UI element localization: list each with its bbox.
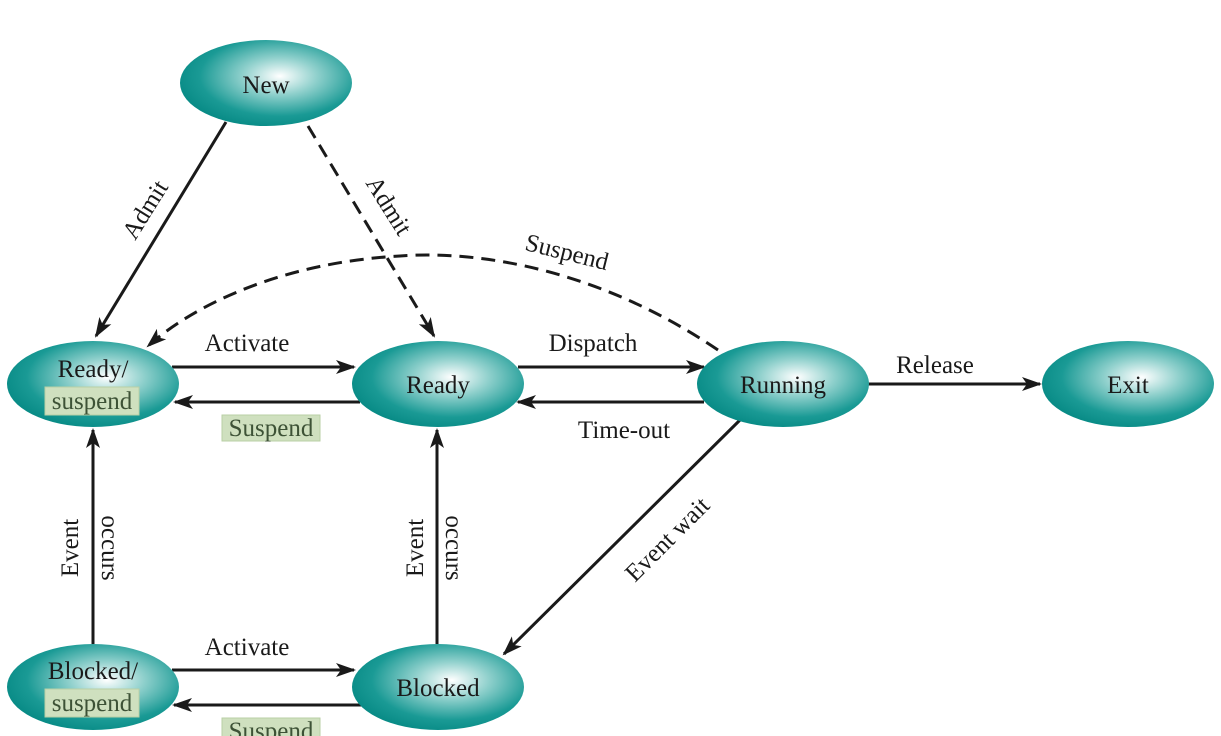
node-exit: Exit xyxy=(1042,341,1214,427)
label-activate-ready: Activate xyxy=(205,330,290,357)
edge-admit-to-ready-suspend xyxy=(94,121,228,338)
node-ready-suspend-label-line1: Ready/ xyxy=(58,356,129,383)
label-admit-solid: Admit xyxy=(117,176,174,245)
label-occurs-left: occurs xyxy=(96,515,123,580)
node-blocked-suspend-label-line2: suspend xyxy=(52,690,133,717)
highlight-box xyxy=(44,386,140,416)
label-suspend-blocked: Suspend xyxy=(229,718,314,736)
edge-suspend-running-to-ready-suspend xyxy=(146,253,719,352)
label-event-left: Event xyxy=(57,519,84,577)
highlight-box xyxy=(221,414,321,442)
node-ready: Ready xyxy=(352,341,524,427)
highlight-box xyxy=(221,717,321,736)
label-event-wait: Event wait xyxy=(620,492,715,587)
edge-event-wait xyxy=(502,418,742,656)
node-new-label: New xyxy=(242,72,289,99)
highlight-box xyxy=(44,688,140,718)
label-release: Release xyxy=(896,352,974,379)
node-ready-suspend-label-line2: suspend xyxy=(52,388,133,415)
label-activate-blocked: Activate xyxy=(205,634,290,661)
node-blocked-label: Blocked xyxy=(396,675,480,702)
label-suspend-ready: Suspend xyxy=(229,415,314,442)
label-occurs-right: occurs xyxy=(440,515,467,580)
label-dispatch: Dispatch xyxy=(549,330,638,357)
node-exit-label: Exit xyxy=(1107,372,1149,399)
label-admit-dashed: Admit xyxy=(360,172,417,241)
node-running: Running xyxy=(697,341,869,427)
label-event-right: Event xyxy=(402,519,429,577)
node-blocked-suspend-label-line1: Blocked/ xyxy=(48,658,138,685)
node-blocked-suspend: Blocked/ suspend xyxy=(7,644,179,730)
node-running-label: Running xyxy=(740,372,827,399)
label-timeout: Time-out xyxy=(578,417,670,444)
node-ready-label: Ready xyxy=(406,372,470,399)
node-ready-suspend: Ready/ suspend xyxy=(7,341,179,427)
edge-admit-to-ready xyxy=(306,125,436,338)
node-new: New xyxy=(180,40,352,126)
node-blocked: Blocked xyxy=(352,644,524,730)
